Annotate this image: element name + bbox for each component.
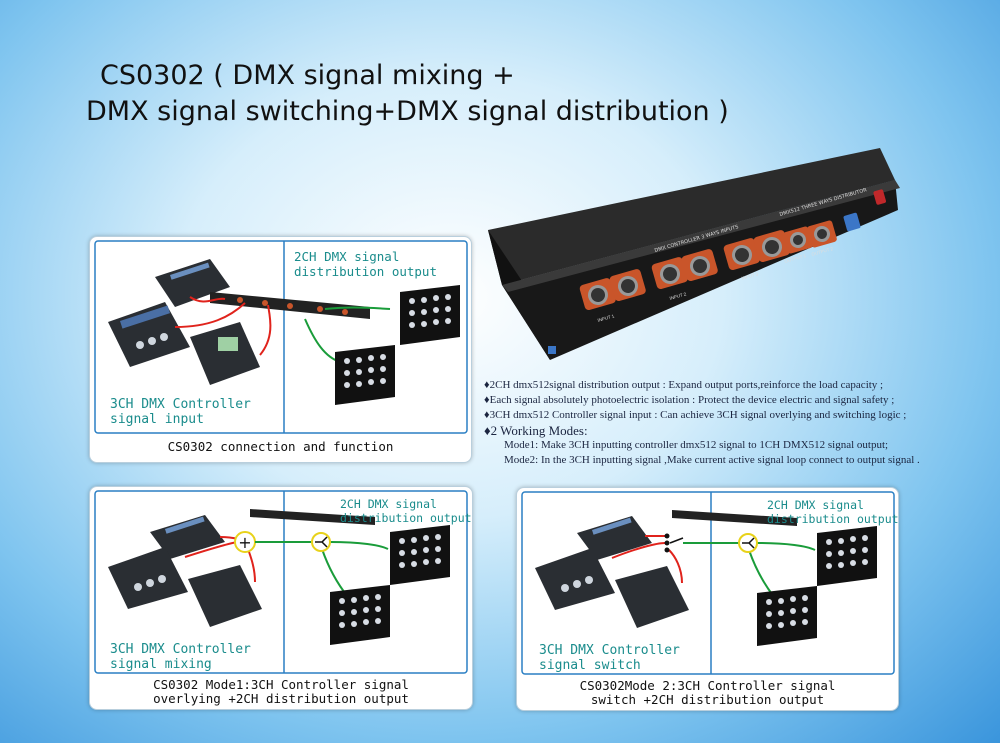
connection-function-panel: 2CH DMX signal distribution output 3CH D… — [89, 236, 472, 463]
red-input-wires — [174, 296, 272, 356]
controller-desk-icon — [150, 515, 225, 559]
controller-desk-icon — [155, 259, 230, 307]
cs0302-device-image: DMX CONTROLLER 3 WAYS INPUTS DMX512 THRE… — [488, 148, 900, 360]
controller-console-icon — [108, 302, 190, 367]
mode-1-diagram: + — [94, 490, 468, 674]
distribution-label-line-1: 2CH DMX signal — [294, 249, 400, 264]
led-wash-light-icon — [400, 285, 460, 345]
panel-caption-line-1: CS0302Mode 2:3CH Controller signal — [579, 678, 836, 693]
split-icon — [742, 537, 755, 549]
connection-diagram — [94, 240, 468, 434]
bullet-icon: ♦ — [484, 423, 491, 438]
panel-caption-line-2: overlying +2CH distribution output — [153, 691, 409, 706]
distributor-device-icon — [250, 509, 375, 525]
feature-list: ♦2CH dmx512signal distribution output : … — [484, 378, 920, 468]
bullet-icon: ♦ — [484, 379, 490, 391]
modes-heading: ♦2 Working Modes: — [484, 423, 588, 438]
device-output-1-label: OUTPUT 1 — [784, 253, 807, 264]
distribution-label-line-1: 2CH DMX signal — [767, 498, 864, 512]
mode-2-panel: 2CH DMX signal distribution output 3CH D… — [516, 487, 899, 711]
device-input-1-label: INPUT 1 — [597, 313, 615, 323]
plus-icon: + — [238, 533, 251, 552]
controller-label-line-2: signal input — [110, 412, 204, 427]
controller-console-icon — [108, 547, 188, 609]
panel-caption-line-1: CS0302 Mode1:3CH Controller signal — [153, 677, 409, 692]
split-icon — [315, 536, 328, 548]
controller-label-line-2: signal mixing — [110, 657, 212, 672]
device-input-3-label: INPUT 3 — [741, 271, 759, 281]
led-wash-light-icon — [390, 525, 450, 585]
controller-desk-icon — [577, 516, 652, 560]
panel-caption: CS0302 connection and function — [167, 439, 394, 454]
xlr-ports — [579, 189, 886, 310]
led-wash-light-icon — [757, 586, 817, 646]
distribution-label-line-2: distribution output — [294, 264, 437, 279]
bullet-icon: ♦ — [484, 409, 490, 421]
controller-small-icon — [188, 565, 262, 627]
device-badge-icon — [548, 346, 556, 354]
controller-console-icon — [535, 548, 615, 610]
controller-label-line-2: signal switch — [539, 658, 641, 673]
controller-small-icon — [615, 566, 689, 628]
controller-label-line-1: 3CH DMX Controller — [539, 643, 680, 658]
led-wash-light-icon — [335, 345, 395, 405]
mode-2-description: Mode2: In the 3CH inputting signal ,Make… — [504, 454, 920, 466]
controller-label-line-1: 3CH DMX Controller — [110, 642, 251, 657]
switch-icon — [664, 533, 684, 553]
led-wash-light-icon — [817, 526, 877, 586]
feature-2: ♦Each signal absolutely photoelectric is… — [484, 394, 895, 406]
title-line-1: CS0302 ( DMX signal mixing + — [100, 60, 515, 91]
bullet-icon: ♦ — [484, 394, 490, 406]
led-wash-light-icon — [330, 585, 390, 645]
controller-label-line-1: 3CH DMX Controller — [110, 397, 251, 412]
device-input-2-label: INPUT 2 — [669, 291, 687, 301]
distribution-label-line-1: 2CH DMX signal — [340, 497, 437, 511]
feature-1: ♦2CH dmx512signal distribution output : … — [484, 379, 884, 391]
controller-small-icon — [190, 322, 260, 385]
mode-2-diagram — [521, 491, 895, 675]
device-output-2-label: OUTPUT 2 — [811, 246, 834, 257]
red-input-wires — [611, 535, 683, 584]
distribution-label-line-2: distribution output — [767, 512, 899, 526]
panel-caption-line-2: switch +2CH distribution output — [590, 692, 825, 707]
title-line-2: DMX signal switching+DMX signal distribu… — [86, 96, 729, 127]
feature-3: ♦3CH dmx512 Controller signal input : Ca… — [484, 409, 907, 421]
mode-1-description: Mode1: Make 3CH inputting controller dmx… — [504, 439, 889, 451]
distributor-device-icon — [672, 510, 797, 526]
mode-1-panel: + 2CH DMX signal distribution output 3CH… — [89, 486, 473, 710]
distributor-device-icon — [210, 292, 370, 319]
distribution-label-line-2: distribution output — [340, 511, 472, 525]
